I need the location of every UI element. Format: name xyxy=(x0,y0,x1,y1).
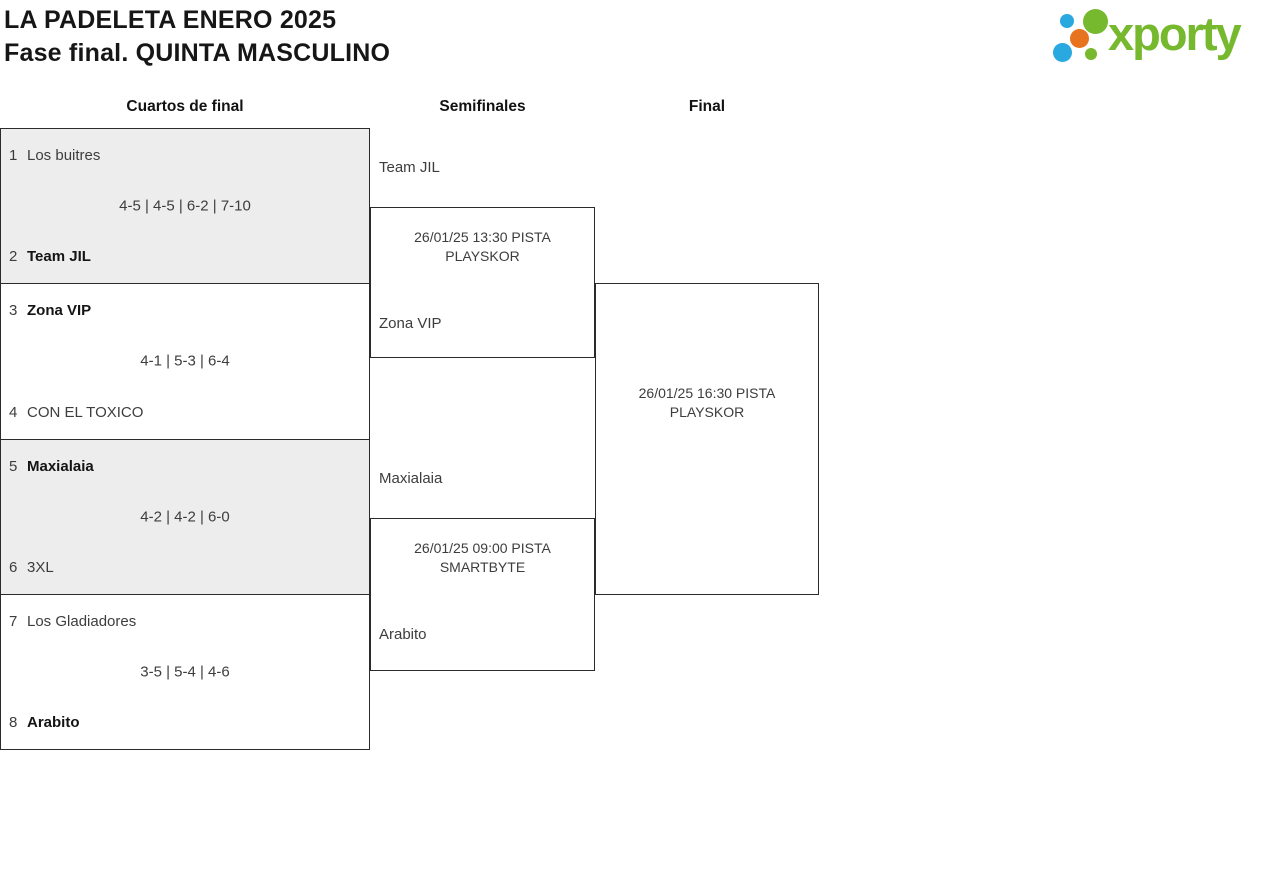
match-info: 26/01/25 16:30 PISTA PLAYSKOR xyxy=(606,384,808,422)
team-name: 3XL xyxy=(27,558,54,576)
seed-number: 7 xyxy=(9,612,18,630)
seed-number: 1 xyxy=(9,147,18,164)
team-label: Team JIL xyxy=(379,159,440,176)
match-court: PLAYSKOR xyxy=(445,248,520,264)
team-label: Maxialaia xyxy=(379,470,443,487)
xporty-logo[interactable]: xporty xyxy=(1048,4,1273,68)
team-row: 5 Maxialaia xyxy=(9,458,361,475)
seed-number: 2 xyxy=(9,248,18,266)
round-header-final: Final xyxy=(688,98,726,115)
logo-dot-icon xyxy=(1053,43,1072,62)
match-score: 4-5 | 4-5 | 6-2 | 7-10 xyxy=(119,197,251,215)
logo-dot-icon xyxy=(1070,29,1089,48)
team-name: Los buitres xyxy=(27,147,101,164)
semifinal-match-box-1[interactable]: Team JIL 26/01/25 13:30 PISTA PLAYSKOR Z… xyxy=(370,159,595,358)
match-datetime: 26/01/25 13:30 PISTA xyxy=(414,229,551,245)
logo-dot-icon xyxy=(1083,9,1108,34)
team-name: Zona VIP xyxy=(27,302,92,320)
seed-number: 3 xyxy=(9,302,18,320)
logo-wordmark: xporty xyxy=(1108,7,1242,60)
page-header: LA PADELETA ENERO 2025 Fase final. QUINT… xyxy=(4,4,390,70)
quarterfinals-column: 1 Los buitres 4-5 | 4-5 | 6-2 | 7-10 2 T… xyxy=(0,128,370,750)
round-header-quarterfinals: Cuartos de final xyxy=(126,98,244,115)
team-name: CON EL TOXICO xyxy=(27,403,144,421)
match-score: 3-5 | 5-4 | 4-6 xyxy=(140,663,230,681)
match-datetime: 26/01/25 09:00 PISTA xyxy=(414,540,551,556)
team-row: 1 Los buitres xyxy=(9,147,361,164)
team-name: Arabito xyxy=(27,714,80,731)
team-row: 8 Arabito xyxy=(9,714,361,731)
semifinal-match-box-2[interactable]: Maxialaia 26/01/25 09:00 PISTA SMARTBYTE… xyxy=(370,470,595,671)
quarterfinal-match-box-4[interactable]: 7 Los Gladiadores 3-5 | 5-4 | 4-6 8 Arab… xyxy=(1,593,369,749)
team-name: Los Gladiadores xyxy=(27,612,137,630)
page-subtitle: Fase final. QUINTA MASCULINO xyxy=(4,39,391,67)
seed-number: 8 xyxy=(9,714,18,731)
match-info: 26/01/25 09:00 PISTA SMARTBYTE xyxy=(381,539,584,577)
quarterfinal-match-box-2[interactable]: 3 Zona VIP 4-1 | 5-3 | 6-4 4 CON EL TOXI… xyxy=(1,283,369,439)
final-match-box[interactable]: 26/01/25 16:30 PISTA PLAYSKOR xyxy=(595,283,819,595)
round-header-semifinals: Semifinales xyxy=(439,98,526,115)
quarterfinal-match-box-3[interactable]: 5 Maxialaia 4-2 | 4-2 | 6-0 6 3XL xyxy=(1,438,369,594)
team-row: 6 3XL xyxy=(9,559,361,576)
team-label: Arabito xyxy=(379,626,427,643)
team-row: 7 Los Gladiadores xyxy=(9,613,361,630)
logo-dot-icon xyxy=(1060,14,1074,28)
team-name: Maxialaia xyxy=(27,457,94,475)
match-score: 4-1 | 5-3 | 6-4 xyxy=(140,352,230,370)
team-name: Team JIL xyxy=(27,248,91,266)
match-score: 4-2 | 4-2 | 6-0 xyxy=(140,508,230,526)
seed-number: 4 xyxy=(9,403,18,421)
team-row: 3 Zona VIP xyxy=(9,302,361,319)
seed-number: 5 xyxy=(9,457,18,475)
logo-dot-icon xyxy=(1085,48,1097,60)
match-court: SMARTBYTE xyxy=(439,559,526,575)
team-row: 2 Team JIL xyxy=(9,248,361,265)
team-label: Zona VIP xyxy=(379,315,442,332)
team-row: 4 CON EL TOXICO xyxy=(9,404,361,421)
match-datetime: 26/01/25 16:30 PISTA xyxy=(638,385,776,401)
match-court: PLAYSKOR xyxy=(669,404,745,420)
quarterfinal-match-box-1[interactable]: 1 Los buitres 4-5 | 4-5 | 6-2 | 7-10 2 T… xyxy=(1,129,369,284)
match-info: 26/01/25 13:30 PISTA PLAYSKOR xyxy=(381,228,584,266)
page-title: LA PADELETA ENERO 2025 xyxy=(4,6,337,34)
seed-number: 6 xyxy=(9,558,18,576)
